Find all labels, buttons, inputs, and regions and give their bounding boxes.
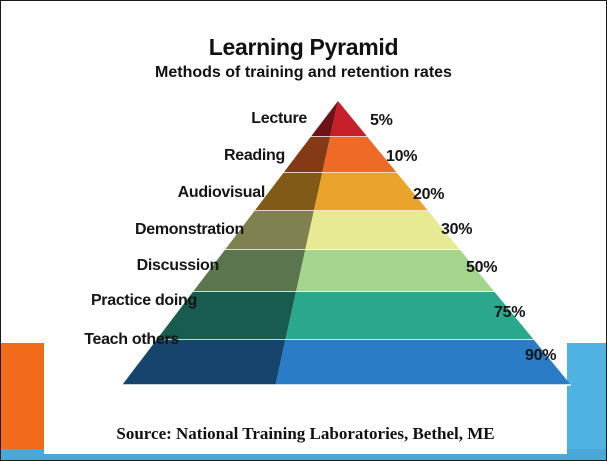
source-box [44, 414, 567, 454]
source-citation: Source: National Training Laboratories, … [116, 424, 495, 443]
slide-accent-orange [0, 343, 44, 461]
method-label-lecture: Lecture [251, 110, 307, 127]
pyramid-layer-front-discussion [296, 250, 495, 292]
pyramid-layer-front-audiovisual [313, 173, 429, 211]
pyramid-layer-side-teach-others [122, 340, 286, 385]
method-label-reading: Reading [223, 147, 285, 164]
retention-label-lecture: 5% [370, 112, 393, 129]
pyramid-layer-side-audiovisual [254, 173, 323, 211]
figure-title: Learning Pyramid [208, 34, 399, 60]
retention-label-practice-doing: 75% [494, 304, 526, 321]
pyramid-layer-front-teach-others [275, 340, 571, 385]
retention-label-audiovisual: 20% [413, 186, 445, 203]
method-label-demonstration: Demonstration [135, 221, 244, 238]
method-label-audiovisual: Audiovisual [177, 184, 266, 201]
slide-accent-blue [567, 343, 607, 461]
method-label-discussion: Discussion [136, 257, 220, 274]
pyramid-layer-side-demonstration [224, 211, 314, 250]
pyramid-layer-side-reading [283, 137, 331, 173]
pyramid-layer-side-lecture [310, 101, 338, 137]
pyramid-layer-side-discussion [192, 250, 306, 292]
pyramid-layer-front-lecture [330, 101, 368, 137]
retention-label-discussion: 50% [466, 259, 498, 276]
pyramid-layer-front-demonstration [305, 211, 461, 250]
pyramid-layer-side-practice-doing [156, 292, 296, 340]
pyramid-layer-teach-others [122, 340, 571, 386]
pyramid-layer-front-practice-doing [285, 292, 534, 340]
method-label-practice-doing: Practice doing [90, 292, 197, 309]
pyramid-layer-front-reading [322, 137, 397, 173]
retention-label-reading: 10% [386, 148, 418, 165]
figure-subtitle: Methods of training and retention rates [155, 64, 452, 81]
retention-label-teach-others: 90% [525, 347, 557, 364]
retention-label-demonstration: 30% [441, 221, 473, 238]
method-label-teach-others: Teach others [84, 331, 179, 348]
